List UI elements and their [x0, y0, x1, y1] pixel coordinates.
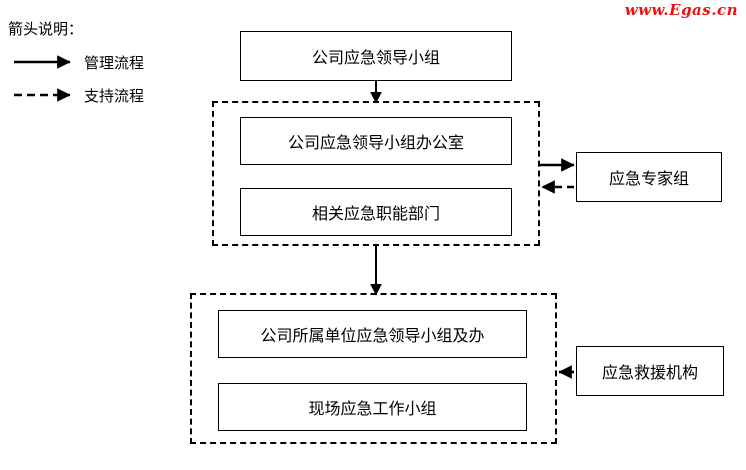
legend-label-management: 管理流程	[84, 54, 145, 72]
node-label: 应急专家组	[608, 169, 689, 188]
node-company-emergency-leading-group[interactable]: 公司应急领导小组	[240, 31, 512, 81]
node-label: 相关应急职能部门	[311, 204, 440, 223]
node-emergency-expert-group[interactable]: 应急专家组	[576, 152, 722, 202]
node-label: 现场应急工作小组	[308, 399, 437, 418]
group-subsidiary-emergency-org	[190, 293, 557, 444]
node-leading-group-office[interactable]: 公司应急领导小组办公室	[240, 117, 512, 165]
legend-title: 箭头说明：	[8, 20, 84, 38]
node-label: 应急救援机构	[601, 363, 698, 382]
node-emergency-rescue-organization[interactable]: 应急救援机构	[576, 346, 724, 396]
legend-label-support: 支持流程	[84, 87, 145, 105]
node-label: 公司应急领导小组	[311, 48, 440, 67]
node-label: 公司应急领导小组办公室	[287, 133, 464, 152]
node-functional-departments[interactable]: 相关应急职能部门	[240, 188, 512, 236]
watermark-text: www.Egas.cn	[624, 1, 738, 19]
node-onsite-working-group[interactable]: 现场应急工作小组	[218, 383, 527, 431]
node-subsidiary-leading-group[interactable]: 公司所属单位应急领导小组及办	[218, 310, 527, 358]
node-label: 公司所属单位应急领导小组及办	[260, 326, 485, 345]
group-company-emergency-org	[212, 101, 540, 246]
